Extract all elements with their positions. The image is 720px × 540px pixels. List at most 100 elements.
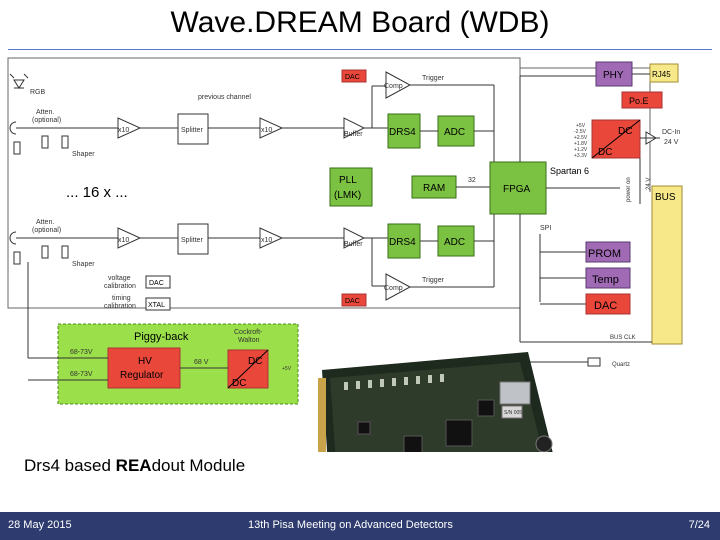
adc-label: ADC [444, 237, 465, 248]
svg-text:+1.8V: +1.8V [574, 141, 588, 147]
regulator-label: Regulator [120, 370, 164, 381]
piggy-back-label: Piggy-back [134, 331, 189, 343]
cw-dc-label-2: DC [232, 378, 246, 389]
comparator-icon [385, 273, 412, 301]
hv-regulator-block [107, 347, 181, 389]
caption-bold-text: REA [115, 456, 152, 475]
timing-calibration-label-2: calibration [104, 303, 136, 310]
splitter-label: Splitter [181, 127, 203, 134]
poe-block [621, 91, 663, 109]
walton-label: Walton [238, 337, 260, 344]
input-connector-icon [9, 121, 120, 135]
dac-label: DAC [345, 298, 360, 305]
channel-2: Atten. (optional) Shaper x10 Splitter x1… [9, 212, 495, 307]
prom-block [585, 241, 631, 263]
x10-label: x10 [261, 237, 272, 244]
bus-clk-label: BUS CLK [610, 335, 636, 341]
voltage-calibration-label: voltage [108, 275, 131, 282]
dc-in-label: DC-In [662, 129, 680, 136]
x10-label: x10 [118, 237, 129, 244]
buffer-icon [343, 227, 366, 249]
hv-label: HV [138, 356, 152, 367]
atten-label: Atten. [36, 109, 54, 116]
svg-text:+2.5V: +2.5V [574, 135, 588, 141]
input-connector-icon [9, 231, 120, 245]
shaper-label: Shaper [72, 261, 95, 268]
shaper-label: Shaper [72, 151, 95, 158]
splitter-block [177, 223, 209, 255]
slide-title: Wave.DREAM Board (WDB) [170, 6, 550, 39]
x10-label: x10 [261, 127, 272, 134]
piggy-back-panel: Piggy-back Cockroft- Walton HV Regulator… [27, 262, 299, 405]
cockroft-label: Cockroft- [234, 329, 263, 336]
comp-label: Comp [384, 83, 403, 90]
dac-block [341, 293, 367, 307]
voltage-calibration-label-2: calibration [104, 283, 136, 290]
poe-label: Po.E [629, 96, 649, 106]
drs4-block [387, 223, 421, 259]
svg-text:+1.2V: +1.2V [574, 147, 588, 153]
range-label-1: 68-73V [70, 349, 93, 356]
spi-label: SPI [540, 225, 551, 232]
previous-channel-label: previous channel [198, 94, 251, 101]
xtal-label: XTAL [148, 302, 165, 309]
svg-text:-2.5V: -2.5V [574, 129, 587, 135]
svg-text:+3.3V: +3.3V [574, 153, 588, 159]
footer-date: 28 May 2015 [8, 519, 72, 531]
board-serial-label: S/N 005 [504, 410, 522, 416]
timing-calibration-label: timing [112, 295, 131, 302]
ram-label: RAM [423, 183, 445, 194]
dac-block [341, 69, 367, 83]
lmk-label: (LMK) [334, 190, 361, 201]
bus-label: BUS [655, 192, 676, 203]
drs4-block [387, 113, 421, 149]
rgb-led-icon [9, 73, 29, 89]
rj45-label: RJ45 [652, 70, 671, 79]
rj45-connector [649, 63, 679, 83]
comp-label: Comp [384, 285, 403, 292]
right-dac-block [585, 293, 631, 315]
right-dac-label: DAC [594, 300, 617, 312]
comparator-icon [385, 71, 412, 99]
plus5v-label: +5V [282, 366, 292, 372]
footer-event: 13th Pisa Meeting on Advanced Detectors [248, 519, 453, 531]
buffer-icon [343, 117, 366, 139]
amplifier-icon [259, 227, 284, 249]
spartan-label: Spartan 6 [550, 166, 589, 176]
temp-block [585, 267, 631, 289]
dc-label-2: DC [598, 147, 612, 158]
fpga-label: FPGA [503, 184, 531, 195]
title-divider [8, 49, 712, 50]
bus-connector [651, 185, 683, 345]
slide-caption: Drs4 based REAdout Module [24, 456, 245, 476]
amplifier-icon [117, 227, 142, 249]
board-photo: S/N 005 [318, 352, 553, 452]
68v-label: 68 V [194, 359, 209, 366]
svg-text:+5V: +5V [576, 123, 586, 129]
splitter-label: Splitter [181, 237, 203, 244]
block-diagram: RGB previous channel Atten. (optional) S… [7, 57, 683, 452]
x10-label: x10 [118, 127, 129, 134]
channel-1: Atten. (optional) Shaper x10 Splitter x1… [9, 69, 495, 172]
xtal-block [145, 297, 171, 311]
cal-dac-block [145, 275, 171, 289]
bus-width-label: 32 [468, 177, 476, 184]
optional-label: (optional) [32, 117, 61, 124]
quartz-icon [520, 357, 601, 367]
cal-dac-label: DAC [149, 280, 164, 287]
pll-block [329, 167, 373, 207]
dac-label: DAC [345, 74, 360, 81]
caption-text-end: dout Module [151, 456, 246, 475]
range-label-2: 68-73V [70, 371, 93, 378]
buffer-label: Buffer [344, 241, 363, 248]
dc-in-voltage: 24 V [664, 139, 679, 146]
buffer-label: Buffer [344, 131, 363, 138]
trigger-label: Trigger [422, 277, 445, 284]
adc-label: ADC [444, 127, 465, 138]
channel-repeat-label: ... 16 x ... [66, 184, 128, 201]
quartz-label: Quartz [612, 362, 630, 368]
amplifier-icon [117, 117, 142, 139]
temp-label: Temp [592, 274, 619, 286]
splitter-block [177, 113, 209, 145]
drs4-label: DRS4 [389, 127, 416, 138]
